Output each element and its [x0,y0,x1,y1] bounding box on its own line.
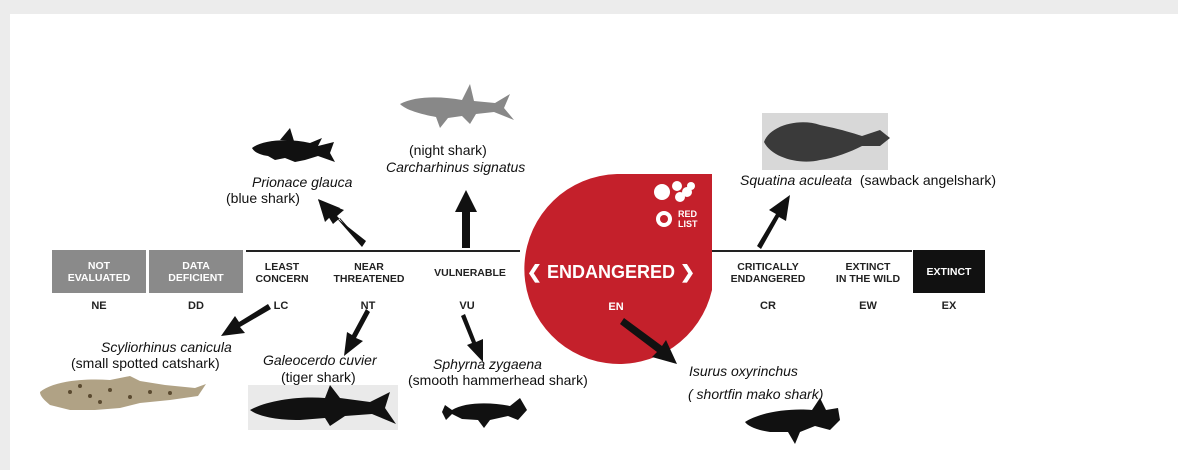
tiger-label: Galeocerdo cuvier [263,352,377,368]
chevron-right-icon: ❯ [675,262,695,283]
mako-label: Isurus oxyrinchus [689,363,798,379]
blue-shark-common: (blue shark) [226,190,300,206]
sawback-label: Squatina aculeata (sawback angelshark) [740,172,996,188]
arrow-hammerhead [461,314,483,362]
sawback-angelshark-icon [762,113,890,170]
catshark-label: Scyliorhinus canicula [101,339,232,355]
night-shark-common: (night shark) [409,142,487,158]
blue-shark-icon [252,128,335,162]
hammerhead-common: (smooth hammerhead shark) [408,372,588,388]
arrow-tiger [344,309,370,356]
night-shark-icon [400,84,514,128]
blue-shark-label: Prionace glauca [252,174,352,190]
hammerhead-label: Sphyrna zygaena [433,356,542,372]
tiger-shark-icon [248,385,398,430]
arrow-catshark [221,304,271,336]
mako-shark-icon [745,398,840,444]
endangered-label: ❮ ENDANGERED ❯ [527,262,695,283]
mako-common: ( shortfin mako shark) [688,386,823,402]
arrow-sawback [757,195,790,249]
arrow-blue-shark [318,199,366,247]
hammerhead-icon [442,398,527,428]
svg-text:LIST: LIST [678,219,698,229]
tiger-common: (tiger shark) [281,369,356,385]
catshark-common: (small spotted catshark) [71,355,220,371]
catshark-icon [40,376,206,410]
code-en: EN [608,301,623,313]
arrow-night-shark [455,190,477,248]
chevron-left-icon: ❮ [527,262,547,283]
night-shark-label: Carcharhinus signatus [386,159,525,175]
svg-text:RED: RED [678,209,698,219]
